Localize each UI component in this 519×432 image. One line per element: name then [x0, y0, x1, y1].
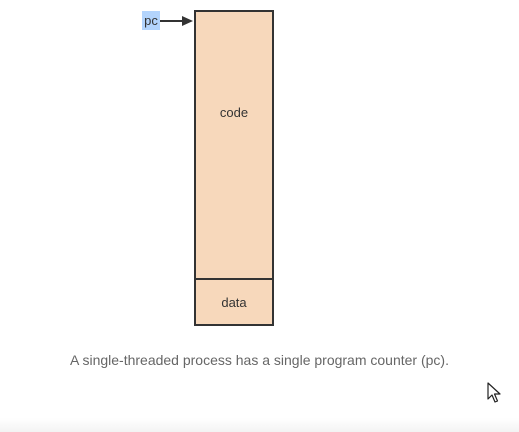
code-segment-label: code	[219, 105, 249, 120]
process-diagram: pc code data	[142, 10, 274, 326]
pc-arrow-icon	[160, 16, 193, 26]
mouse-cursor-icon	[487, 382, 501, 403]
data-segment: data	[196, 280, 272, 324]
process-memory-block: code data	[194, 10, 274, 326]
pc-label: pc	[142, 11, 160, 30]
code-segment: code	[196, 12, 272, 280]
page-bottom-fade	[0, 418, 519, 432]
figure-caption: A single-threaded process has a single p…	[70, 352, 449, 368]
data-segment-label: data	[221, 295, 247, 310]
